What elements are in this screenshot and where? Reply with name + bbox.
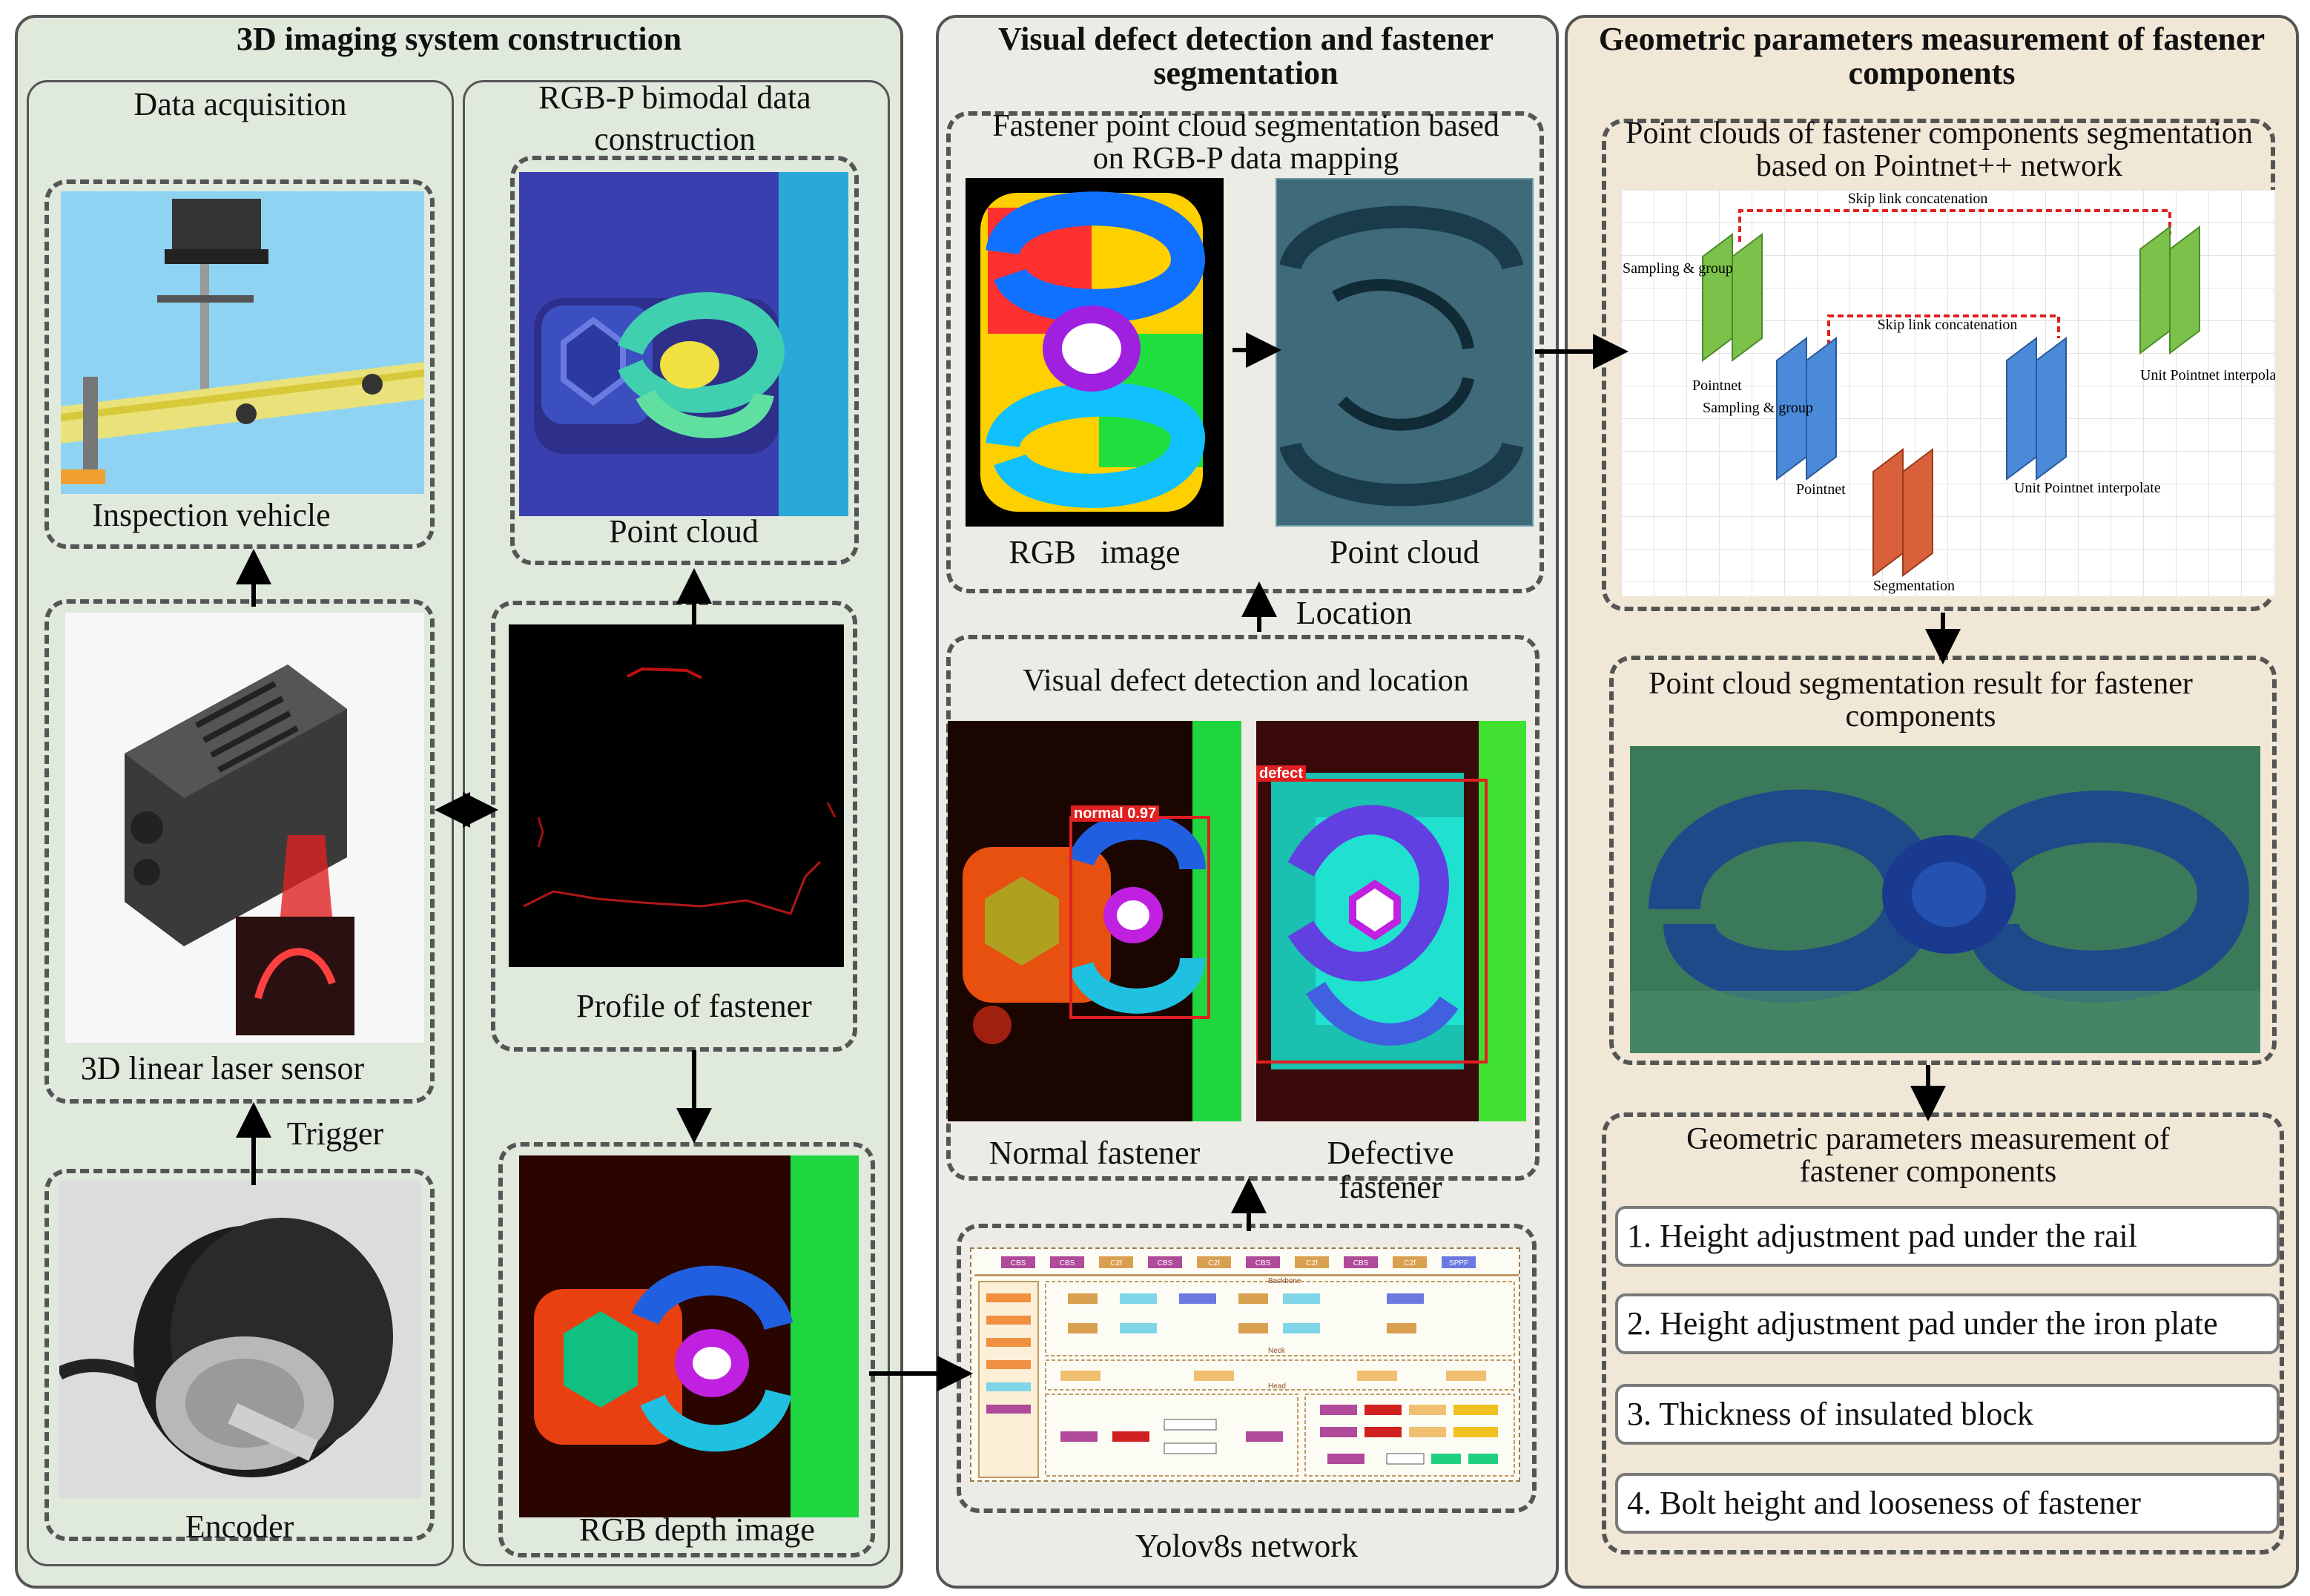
pointnet-sampling-label-2: Sampling & group xyxy=(1703,400,1813,416)
yolo-neck-label: Neck xyxy=(1268,1347,1286,1355)
point-cloud-label: Point cloud xyxy=(609,513,759,550)
yolo-block-label: C2f xyxy=(1404,1259,1416,1267)
pointnet-title: Point clouds of fastener components segm… xyxy=(1626,116,2253,183)
defective-fastener-label: Defective fastener xyxy=(1327,1135,1454,1205)
rgb-image-label: RGB image xyxy=(1009,534,1181,570)
rgbp-title: RGB-P bimodal data construction xyxy=(538,79,811,157)
point-cloud-box xyxy=(510,156,859,565)
yolo-block xyxy=(1246,1256,1280,1268)
normal-fastener-image: normal 0.97 xyxy=(948,721,1241,1121)
yolo-block xyxy=(1344,1256,1378,1268)
yolo-block xyxy=(1050,1256,1084,1268)
encoder-box xyxy=(44,1169,435,1541)
yolo-block xyxy=(1442,1256,1476,1268)
yolo-block-label: CBS xyxy=(1011,1259,1026,1267)
yolo-network-label: Yolov8s network xyxy=(1135,1528,1358,1564)
point-cloud-image xyxy=(519,172,848,516)
encoder-image xyxy=(59,1181,421,1498)
laser-sensor-image xyxy=(65,613,424,1043)
detection-title: Visual defect detection and fastener seg… xyxy=(997,21,1494,91)
mapped-point-cloud-label: Point cloud xyxy=(1330,534,1479,570)
profile-image xyxy=(509,624,844,967)
pointnet-skip-label-1: Skip link concatenation xyxy=(1848,191,1988,207)
param-item-1: 1. Height adjustment pad under the rail xyxy=(1615,1206,2280,1267)
yolo-block-label: CBS xyxy=(1255,1259,1271,1267)
imaging-title: 3D imaging system construction xyxy=(236,21,682,57)
rgb-image xyxy=(966,178,1224,527)
yolo-block xyxy=(1197,1256,1231,1268)
profile-label: Profile of fastener xyxy=(576,988,812,1024)
yolo-block xyxy=(1393,1256,1427,1268)
seg-result-title: Point cloud segmentation result for fast… xyxy=(1649,667,2193,733)
defective-fastener-image: defect xyxy=(1256,721,1526,1121)
yolo-block-label: SPPF xyxy=(1449,1259,1468,1267)
pointnet-sampling-label-1: Sampling & group xyxy=(1623,260,1733,277)
data-acquisition-label: Data acquisition xyxy=(133,86,347,122)
laser-box xyxy=(44,599,435,1104)
yolo-block-label: CBS xyxy=(1353,1259,1369,1267)
yolo-network-diagram: CBS CBS C2f CBS C2f CBS C2f CBS C2f SPPF Backbone… xyxy=(970,1247,1520,1482)
pointnet-unit-label-2: Unit Pointnet interpolate xyxy=(2014,480,2161,496)
pointnet-skip-label-2: Skip link concatenation xyxy=(1878,317,2018,333)
param-item-3: 3. Thickness of insulated block xyxy=(1615,1384,2280,1445)
seg-result-image xyxy=(1630,746,2260,1053)
mapping-title: Fastener point cloud segmentation based … xyxy=(992,109,1499,176)
normal-detection-tag: normal 0.97 xyxy=(1071,805,1160,822)
yolo-block xyxy=(1148,1256,1182,1268)
yolo-block-label: C2f xyxy=(1208,1259,1220,1267)
vehicle-box xyxy=(44,179,435,549)
normal-fastener-label: Normal fastener xyxy=(989,1135,1201,1171)
pointnet-unit-label-1: Unit Pointnet interpolate xyxy=(2140,367,2275,383)
encoder-label: Encoder xyxy=(185,1508,294,1545)
rgb-depth-box xyxy=(498,1142,875,1557)
rgb-depth-label: RGB depth image xyxy=(579,1511,815,1548)
yolo-block xyxy=(1099,1256,1133,1268)
yolo-backbone-label: Backbone xyxy=(1268,1277,1301,1285)
rgb-depth-image xyxy=(519,1155,859,1517)
yolo-block-label: CBS xyxy=(1158,1259,1173,1267)
location-label: Location xyxy=(1296,595,1413,631)
trigger-label: Trigger xyxy=(286,1115,384,1152)
pointnet-diagram: Skip link concatenation Skip link concat… xyxy=(1621,190,2275,596)
point-cloud-mapped-image xyxy=(1276,178,1534,527)
param-item-4: 4. Bolt height and looseness of fastener xyxy=(1615,1473,2280,1534)
pointnet-pointnet-label-2: Pointnet xyxy=(1796,481,1846,498)
pointnet-segmentation-label: Segmentation xyxy=(1873,578,1955,594)
yolo-block-label: CBS xyxy=(1060,1259,1075,1267)
defect-detection-tag: defect xyxy=(1256,765,1306,782)
yolo-block-label: C2f xyxy=(1306,1259,1318,1267)
laser-sensor-label: 3D linear laser sensor xyxy=(80,1050,365,1086)
pointnet-pointnet-label-1: Pointnet xyxy=(1692,377,1742,394)
yolo-block xyxy=(1295,1256,1329,1268)
yolo-block-label: C2f xyxy=(1110,1259,1122,1267)
defect-title: Visual defect detection and location xyxy=(1023,664,1469,698)
measurement-title: Geometric parameters measurement of fast… xyxy=(1598,21,2266,91)
yolo-block xyxy=(1001,1256,1035,1268)
geo-title: Geometric parameters measurement of fast… xyxy=(1686,1122,2170,1189)
inspection-vehicle-label: Inspection vehicle xyxy=(92,497,331,533)
inspection-vehicle-image xyxy=(61,191,424,494)
param-item-2: 2. Height adjustment pad under the iron … xyxy=(1615,1293,2280,1354)
yolo-head-label: Head xyxy=(1268,1382,1286,1391)
